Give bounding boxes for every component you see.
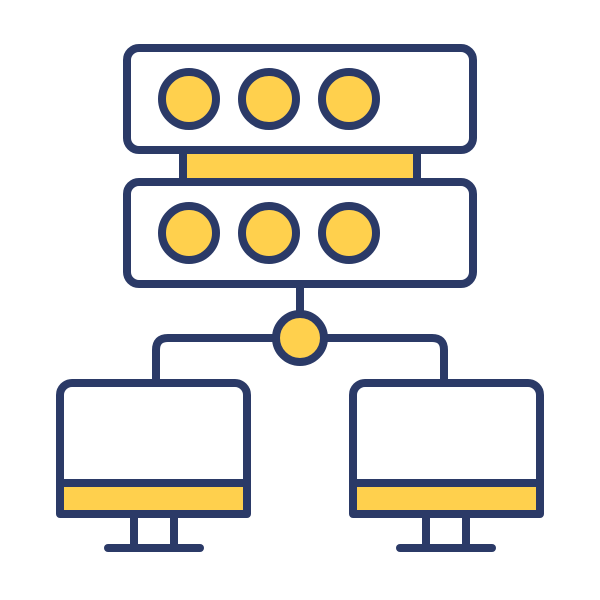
network-hub-icon [272,310,328,366]
status-light-icon [318,202,380,264]
status-light-icon [238,68,300,130]
monitor-bezel-right [349,479,544,518]
network-cable-right [320,334,448,387]
status-light-icon [158,202,220,264]
server-unit-top [123,44,477,154]
server-connector-bar [179,146,421,186]
monitor-bezel-left [56,479,251,518]
network-cable-left [152,334,280,387]
monitor-stand-left [130,510,178,552]
status-light-icon [238,202,300,264]
monitor-left-icon [56,379,251,552]
status-light-icon [318,68,380,130]
monitor-right-icon [349,379,544,552]
server-unit-bottom [123,178,477,288]
status-light-icon [158,68,220,130]
monitor-stand-right [422,510,470,552]
